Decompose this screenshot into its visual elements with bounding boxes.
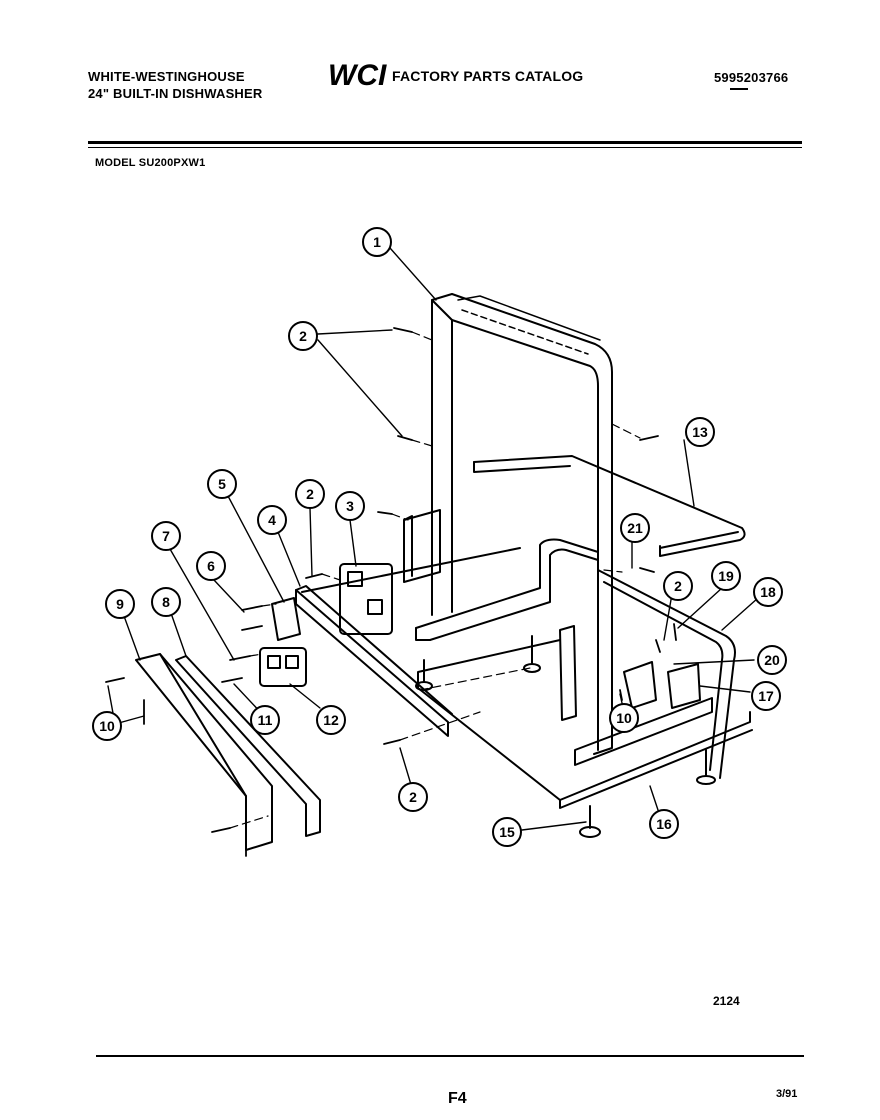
- callout: 2: [398, 782, 428, 812]
- footer-rule: [96, 1055, 804, 1057]
- catalog-title: FACTORY PARTS CATALOG: [392, 68, 584, 84]
- door-switch-3: [339, 563, 393, 635]
- logo-text: WCI: [328, 59, 387, 90]
- callout: 5: [207, 469, 237, 499]
- callout-label: 2: [409, 789, 417, 805]
- callout-label: 13: [692, 424, 708, 440]
- callout-label: 21: [627, 520, 643, 536]
- callout: 1: [362, 227, 392, 257]
- callout-label: 10: [99, 718, 115, 734]
- callout: 20: [757, 645, 787, 675]
- callout: 13: [685, 417, 715, 447]
- header-rule-top: [88, 141, 802, 144]
- page-number: F4: [448, 1090, 467, 1107]
- callout: 10: [92, 711, 122, 741]
- front-rail: [295, 585, 453, 737]
- figure-number: 2124: [713, 994, 740, 1008]
- callout-label: 11: [258, 712, 273, 728]
- callout: 4: [257, 505, 287, 535]
- door-switch-12: [259, 647, 307, 687]
- product-name: 24" BUILT-IN DISHWASHER: [88, 86, 263, 101]
- leveling-legs: [415, 635, 716, 838]
- callout: 18: [753, 577, 783, 607]
- manufacturer-block: WHITE-WESTINGHOUSE 24" BUILT-IN DISHWASH…: [88, 68, 262, 102]
- kick-bracket-8: [175, 655, 321, 837]
- callout-label: 6: [207, 558, 215, 574]
- side-rail-right: [415, 538, 713, 766]
- callout-label: 20: [764, 652, 780, 668]
- callout: 17: [751, 681, 781, 711]
- kick-bracket-9: [135, 653, 273, 851]
- callout-label: 2: [299, 328, 307, 344]
- right-brackets: [559, 625, 701, 721]
- callout: 8: [151, 587, 181, 617]
- callout-label: 19: [718, 568, 734, 584]
- callouts: 1 2 2 3 4 5 6 7 8 9 10 11 12 13 21 2 19 …: [92, 227, 787, 847]
- callout-label: 8: [162, 594, 170, 610]
- callout: 21: [620, 513, 650, 543]
- callout: 12: [316, 705, 346, 735]
- callout-label: 7: [162, 528, 170, 544]
- partno-underline: [730, 88, 748, 90]
- callout-label: 17: [758, 688, 774, 704]
- callout: 2: [663, 571, 693, 601]
- callout-label: 1: [373, 234, 381, 250]
- callout: 3: [335, 491, 365, 521]
- callout-label: 2: [306, 486, 314, 502]
- callout-label: 3: [346, 498, 354, 514]
- callout: 19: [711, 561, 741, 591]
- header-rule-bottom: [88, 147, 802, 148]
- switch-bracket-5: [271, 597, 301, 641]
- callout: 11: [250, 705, 280, 735]
- alignment-lines: [229, 331, 641, 829]
- callout-label: 10: [616, 710, 632, 726]
- callout: 10: [609, 703, 639, 733]
- callout: 7: [151, 521, 181, 551]
- revision-date: 3/91: [776, 1088, 798, 1100]
- door-frame: [431, 293, 613, 755]
- callout-label: 2: [674, 578, 682, 594]
- upper-rail: [473, 455, 746, 557]
- manufacturer-name: WHITE-WESTINGHOUSE: [88, 69, 245, 84]
- model-number: MODEL SU200PXW1: [95, 157, 206, 169]
- callout-label: 5: [218, 476, 226, 492]
- callout: 2: [295, 479, 325, 509]
- callout: 2: [288, 321, 318, 351]
- callout-label: 4: [268, 512, 276, 528]
- callout-label: 15: [499, 824, 515, 840]
- wci-logo: WCI: [328, 59, 387, 90]
- tube-frame: [597, 569, 736, 779]
- callout-label: 18: [760, 584, 776, 600]
- callout: 6: [196, 551, 226, 581]
- callout: 9: [105, 589, 135, 619]
- callout: 16: [649, 809, 679, 839]
- callout-label: 12: [323, 712, 339, 728]
- callout: 15: [492, 817, 522, 847]
- callout-label: 16: [656, 816, 672, 832]
- part-number: 5995203766: [714, 70, 789, 85]
- callout-label: 9: [116, 596, 124, 612]
- hinge-bracket: [403, 509, 441, 583]
